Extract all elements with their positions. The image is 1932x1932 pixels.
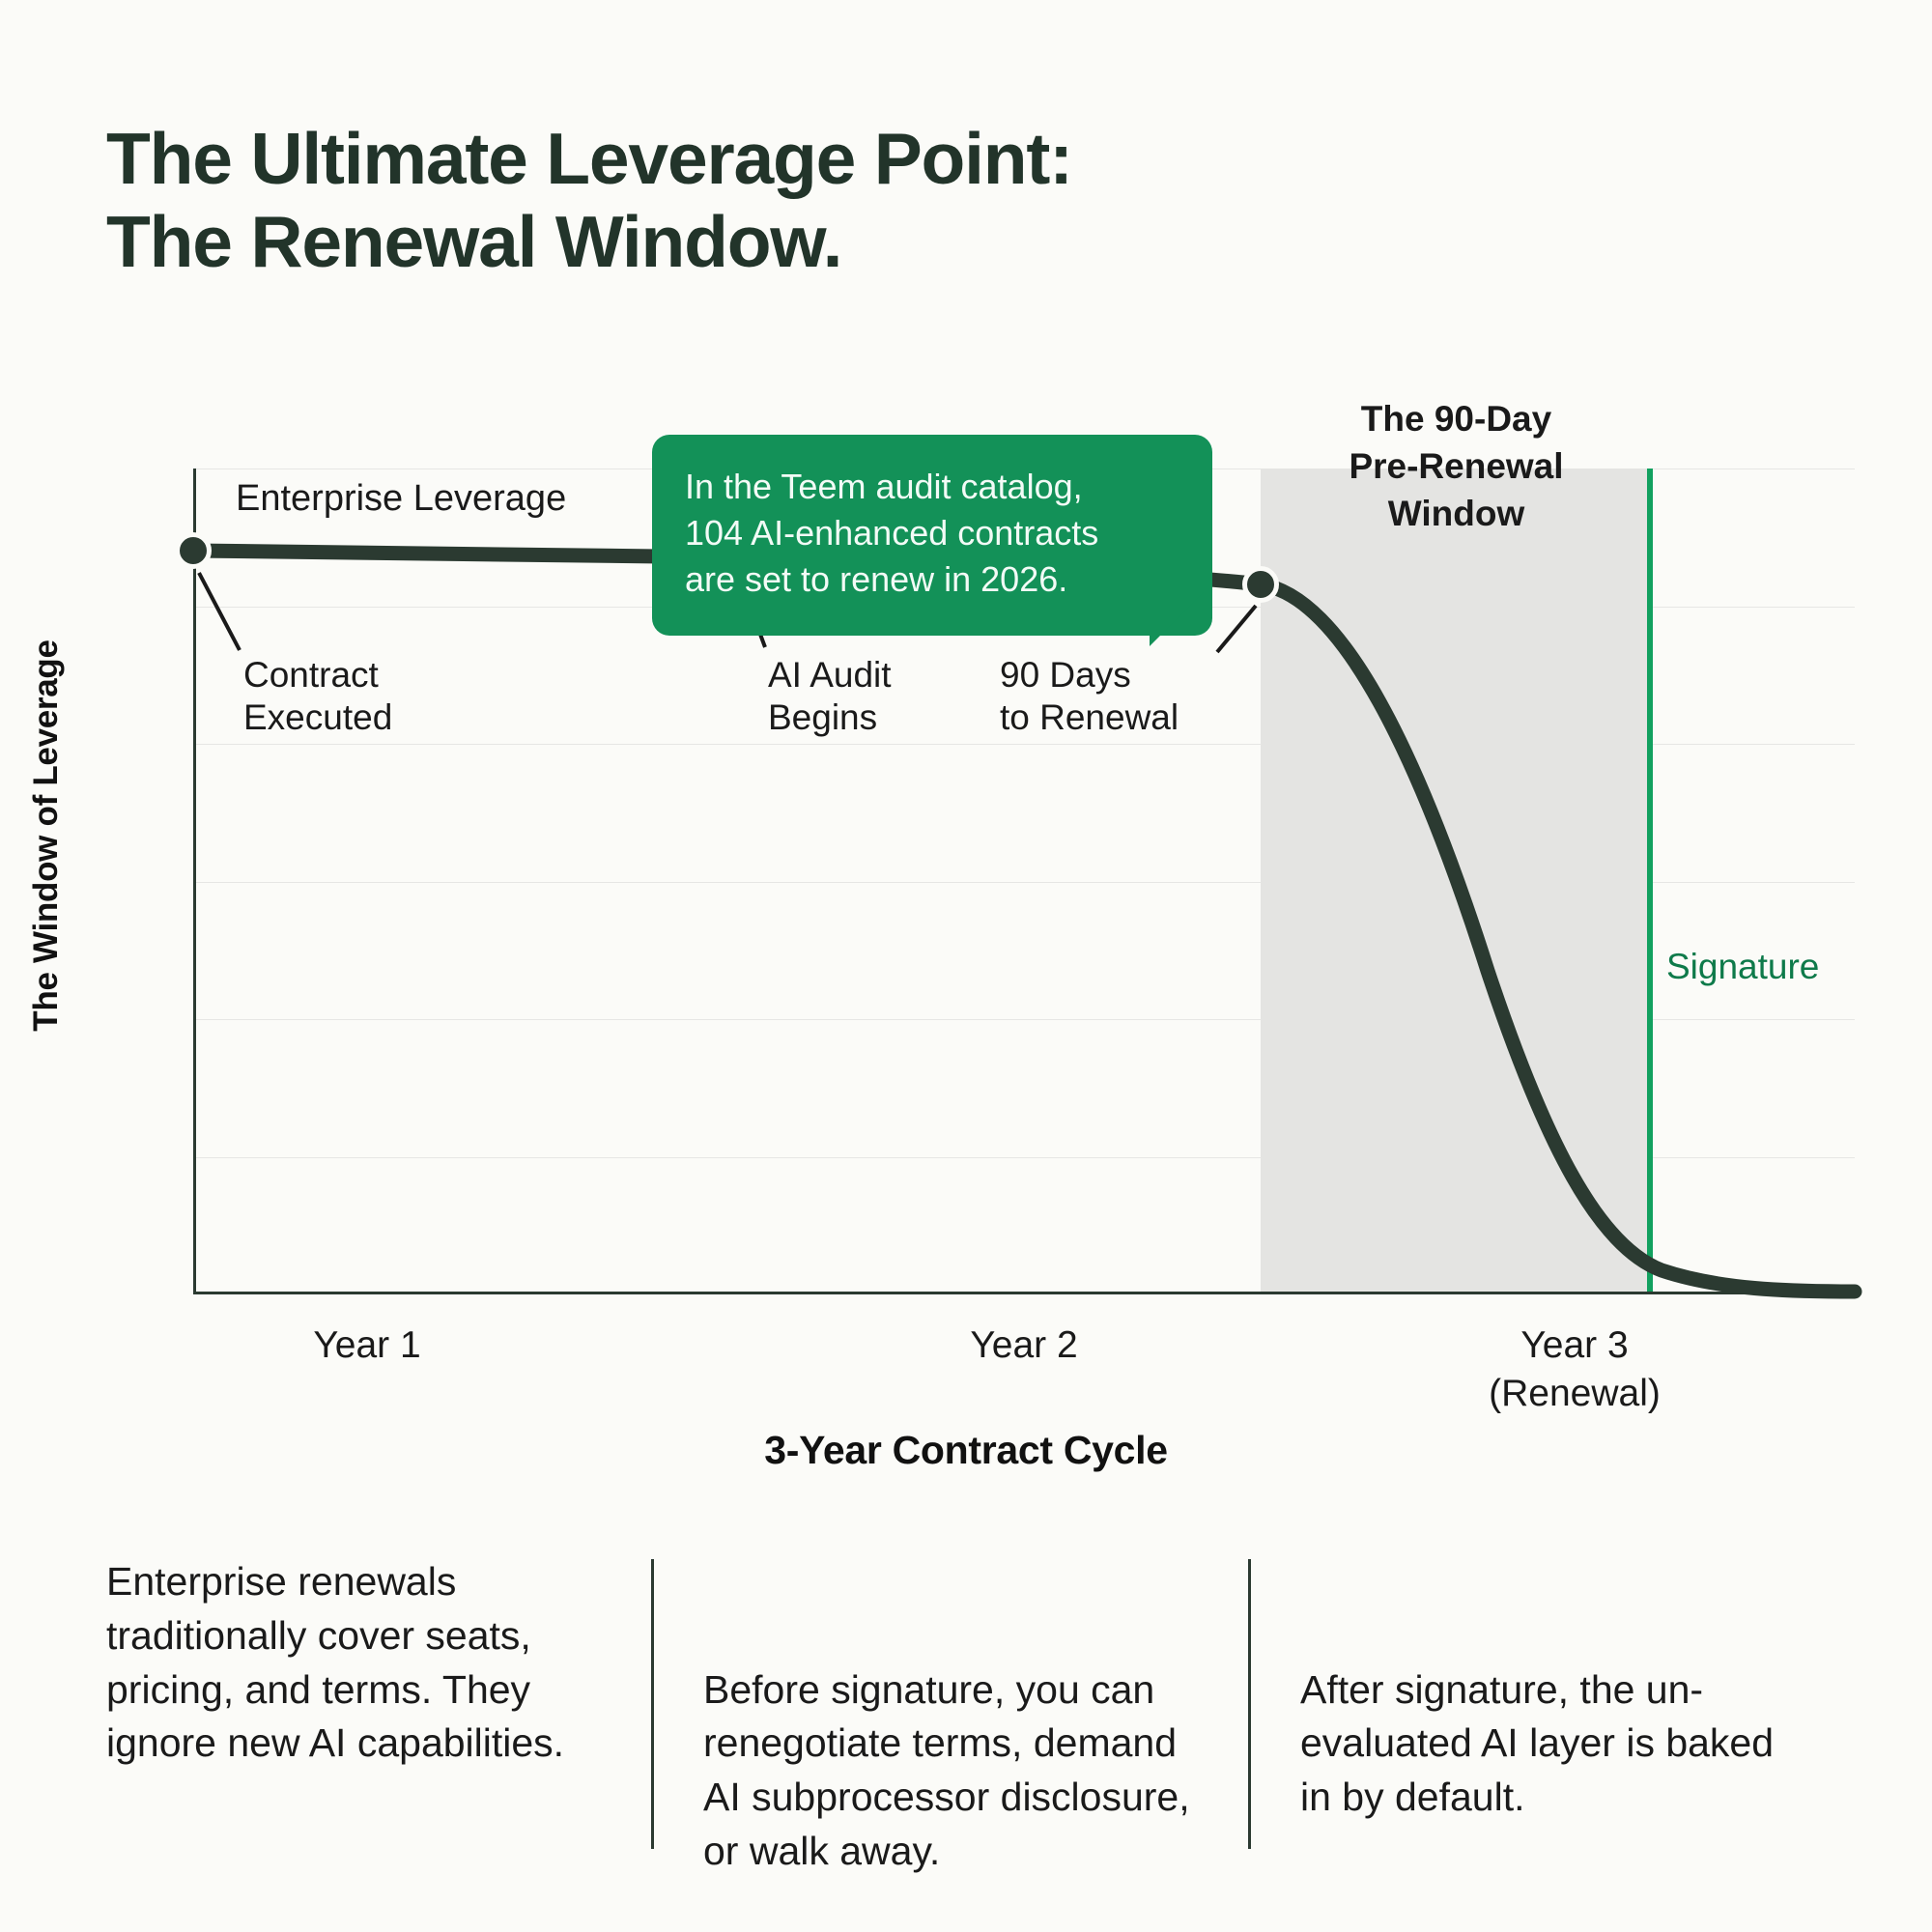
x-axis-line bbox=[193, 1292, 1855, 1294]
marker-90-days-to-renewal bbox=[1242, 566, 1279, 603]
callout-box: In the Teem audit catalog, 104 AI-enhanc… bbox=[652, 435, 1212, 636]
pre-renewal-window-label: The 90-Day Pre-Renewal Window bbox=[1349, 399, 1564, 533]
footer-column-text: Before signature, you can renegotiate te… bbox=[703, 1666, 1190, 1873]
plot-area: The 90-Day Pre-Renewal Window Signature … bbox=[175, 399, 1862, 1299]
gridline bbox=[193, 744, 1855, 745]
leverage-chart: The Window of Leverage The 90-Day Pre-Re… bbox=[27, 399, 1862, 1472]
x-tick-year-3: Year 3 (Renewal) bbox=[1489, 1324, 1661, 1414]
page-title: The Ultimate Leverage Point: The Renewal… bbox=[106, 118, 1073, 282]
y-axis-line bbox=[193, 469, 196, 1294]
annotation-90-days-to-renewal: 90 Days to Renewal bbox=[1000, 655, 1179, 737]
callout-tail bbox=[1150, 592, 1204, 646]
column-divider bbox=[651, 1559, 654, 1849]
x-tick-year-1: Year 1 bbox=[313, 1324, 421, 1366]
y-axis-title: The Window of Leverage bbox=[27, 639, 65, 1032]
marker-contract-executed bbox=[175, 532, 212, 569]
series-label-enterprise-leverage: Enterprise Leverage bbox=[236, 478, 567, 519]
footer-column: After signature, the un-evaluated AI lay… bbox=[1248, 1555, 1845, 1879]
annotation-ai-audit-begins: AI Audit Begins bbox=[768, 655, 892, 737]
signature-marker-line bbox=[1647, 469, 1653, 1294]
x-axis-title: 3-Year Contract Cycle bbox=[764, 1428, 1168, 1472]
footer-column: Before signature, you can renegotiate te… bbox=[651, 1555, 1248, 1879]
column-divider bbox=[1248, 1559, 1251, 1849]
signature-label: Signature bbox=[1666, 947, 1820, 986]
footer-columns: Enterprise renewals traditionally cover … bbox=[106, 1555, 1845, 1879]
gridline bbox=[193, 882, 1855, 883]
gridline bbox=[193, 1157, 1855, 1158]
annotation-contract-executed: Contract Executed bbox=[243, 655, 393, 737]
footer-column: Enterprise renewals traditionally cover … bbox=[106, 1559, 565, 1766]
footer-column-text: After signature, the un-evaluated AI lay… bbox=[1300, 1666, 1775, 1820]
x-tick-year-2: Year 2 bbox=[970, 1324, 1078, 1366]
gridline bbox=[193, 1019, 1855, 1020]
